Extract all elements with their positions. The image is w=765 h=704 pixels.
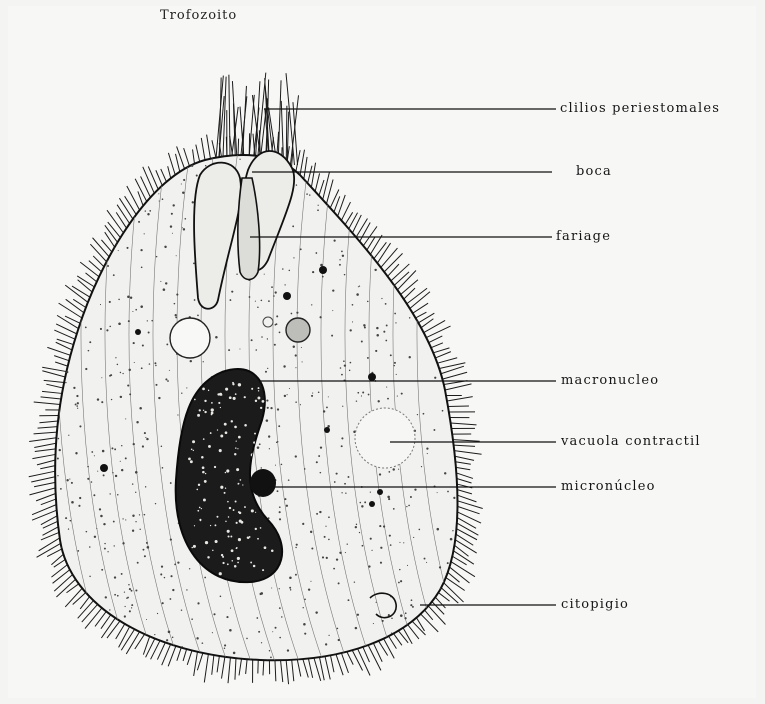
label-macronucleo: macronucleo: [561, 373, 659, 388]
label-vacuola-contractil: vacuola contractil: [561, 434, 701, 449]
label-micronucleo: micronúcleo: [561, 479, 656, 494]
food-vacuole: [286, 318, 310, 342]
label-boca: boca: [576, 164, 612, 179]
vacuole-circle: [170, 318, 210, 358]
label-faringe: fariage: [556, 229, 611, 244]
label-cilios-periestomales: clilios periestomales: [560, 101, 720, 116]
micronucleus: [250, 469, 276, 497]
label-citopigio: citopigio: [561, 597, 629, 612]
contractile-vacuole: [355, 408, 415, 468]
